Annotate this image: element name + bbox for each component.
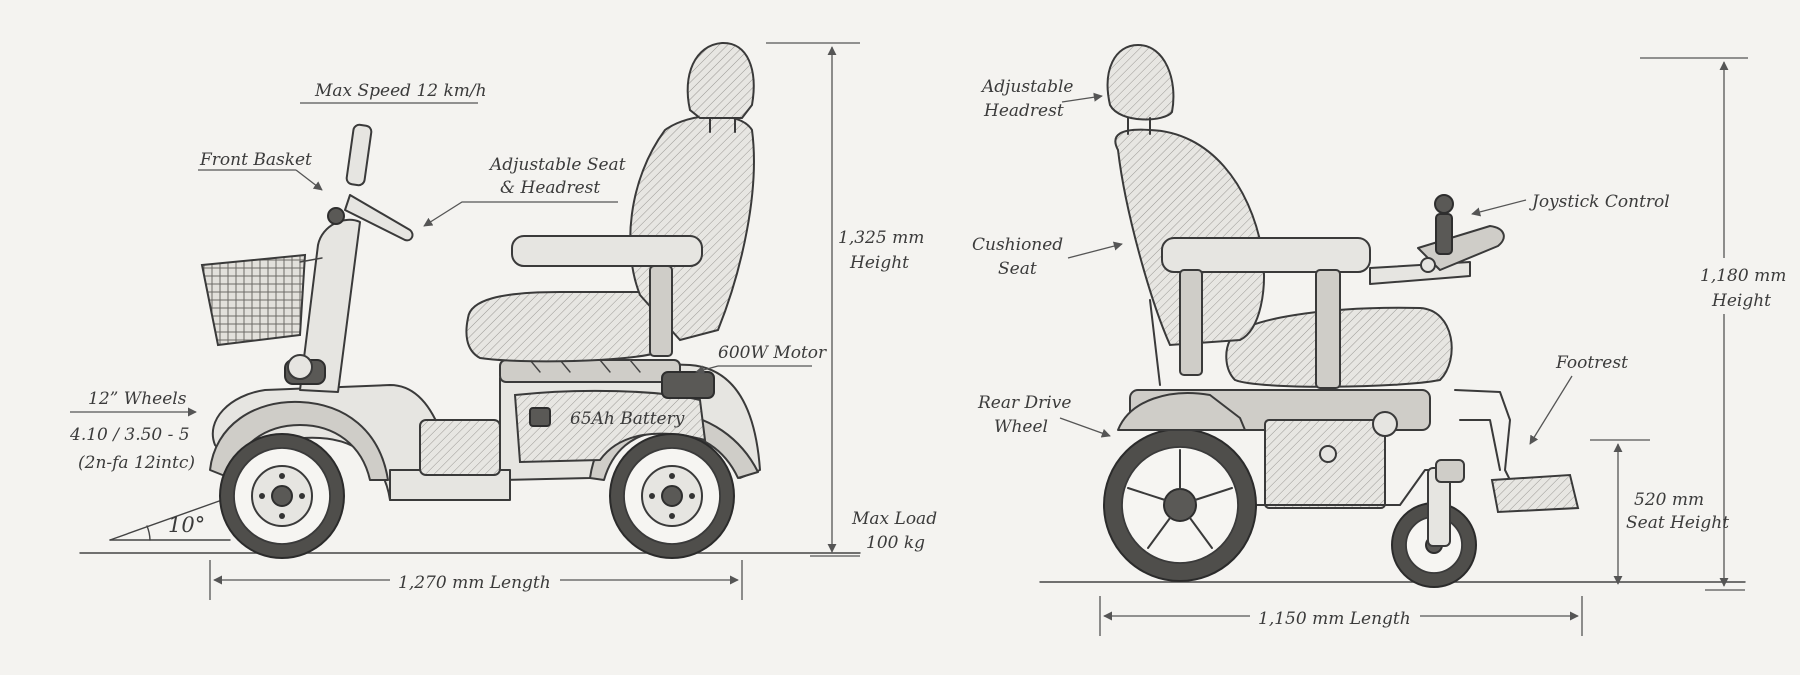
wheelchair-front-caster [1391,459,1477,588]
max-load-label-line1: Max Load [851,509,937,529]
wheelchair-headrest [1106,43,1175,121]
ramp-angle-label: 10° [168,513,205,537]
seat-height-word: Seat Height [1626,513,1729,533]
scooter-backrest [629,114,755,342]
frame-pivot [1372,411,1398,437]
cushioned-seat-label-line1: Cushioned [972,235,1063,255]
max-load-label-line2: 100 kg [866,533,925,553]
battery-indicator-icon [529,407,551,427]
scooter-seat-label-line1: Adjustable Seat [488,155,626,175]
footrest-label: Footrest [1555,353,1628,373]
scooter-front-wheel [219,433,345,559]
scooter-seat-cushion [465,291,665,363]
tire-spec-label: 4.10 / 3.50 - 5 [69,425,190,445]
wheelchair-battery-box [1264,419,1386,509]
scooter-headrest [686,41,755,119]
wheelchair-height-value: 1,180 mm [1700,266,1786,286]
motor-label: 600W Motor [718,343,827,363]
handlebar [344,194,414,242]
seat-height-value: 520 mm [1634,490,1704,510]
rear-drive-wheel-label-line1: Rear Drive [977,393,1071,413]
scooter-seat-label-line2: & Headrest [500,178,600,198]
front-basket-icon [200,253,307,347]
wheelchair-height-word: Height [1711,291,1771,311]
rear-drive-wheel-label-line2: Wheel [994,417,1048,437]
front-basket-label: Front Basket [199,150,312,170]
wheelchair-rear-drive-wheel [1103,428,1257,582]
wheelchair-length-label: 1,150 mm Length [1258,609,1411,629]
headrest-label-line2: Headrest [983,101,1064,121]
scooter-armrest [511,235,703,267]
mobility-scooter-drawing: Max Speed 12 km/h Front Basket Adjustabl… [69,41,937,600]
front-fender [209,400,389,481]
wheels-label: 12” Wheels [88,389,187,409]
wheelchair-rear-fender [1117,392,1246,431]
battery-pack [513,389,707,464]
tiller-pivot [287,354,313,380]
tiller-knob [327,207,345,225]
scooter-length-label: 1,270 mm Length [398,573,551,593]
armrest-support [649,265,673,357]
max-speed-label: Max Speed 12 km/h [314,81,487,101]
scooter-height-value: 1,325 mm [838,228,924,248]
armrest-post [1315,269,1341,389]
power-wheelchair-drawing: Adjustable Headrest Joystick Control Cus… [972,43,1786,636]
scooter-rear-wheel [609,433,735,559]
scooter-height-word: Height [849,253,909,273]
tire-code-label: (2n-fa 12intc) [78,453,195,473]
cushioned-seat-label-line2: Seat [998,259,1037,279]
joystick-label: Joystick Control [1529,192,1670,212]
rear-armrest-post [1179,269,1203,376]
motor-housing [661,371,715,399]
seat-pedestal [499,359,681,383]
wheelchair-armrest [1161,237,1371,273]
footrest-plate [1490,473,1580,514]
ramp-angle-marker [109,499,231,541]
battery-label: 65Ah Battery [570,409,685,429]
headrest-label-line1: Adjustable [980,77,1073,97]
joystick-control-icon [1369,194,1505,285]
footwell-panel [419,419,501,476]
handlebar-stem [345,123,373,187]
